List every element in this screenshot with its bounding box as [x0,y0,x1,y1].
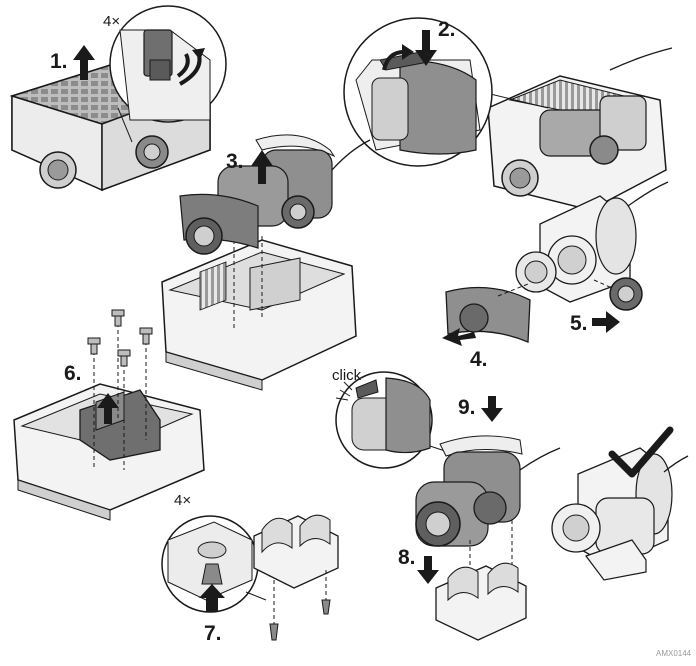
up-arrow-icon [97,393,119,424]
housing-open-base [161,236,357,391]
step-1-label: 1. [50,50,68,73]
front-cover-removed [445,283,531,343]
pump-motor [515,181,669,303]
foot-count-label: 4× [174,492,191,509]
pipe-connector-removed [593,277,643,311]
step-7-label: 7. [204,622,222,645]
step-8-label: 8. [398,546,416,569]
down-arrow-icon [415,30,437,66]
right-arrow-icon [592,311,620,333]
pump-final-assembled [551,447,689,581]
step-5-label: 5. [570,312,588,335]
down-arrow-icon [417,556,439,584]
up-arrow-icon [251,150,273,184]
step-3-label: 3. [226,150,244,173]
pump-holder [245,514,339,641]
up-arrow-icon [73,45,95,80]
latch-detail-circle [109,5,227,143]
click-detail-circle [335,371,467,469]
housing-open-detail [487,47,673,211]
latch-count-label: 4× [103,13,120,30]
step-4-label: 4. [470,348,488,371]
pump-unit-lifted [179,134,371,255]
rotate-arrow-icon [192,48,205,60]
pump-assembled [415,435,561,600]
step-6-label: 6. [64,362,82,385]
document-code: AMX0144 [656,649,692,658]
step-2-label: 2. [438,18,456,41]
down-arrow-icon [481,396,503,422]
up-arrow-icon [199,584,225,612]
step-9-label: 9. [458,396,476,419]
rotate-arrow-icon [382,44,414,71]
screw-icon [87,309,153,367]
clip-detail-circle [343,17,549,167]
left-arrow-icon [442,328,476,346]
check-mark-icon [608,426,674,478]
pump-holder-bottom [435,562,527,641]
click-label: click [332,367,362,384]
foot-detail-circle [161,515,259,613]
